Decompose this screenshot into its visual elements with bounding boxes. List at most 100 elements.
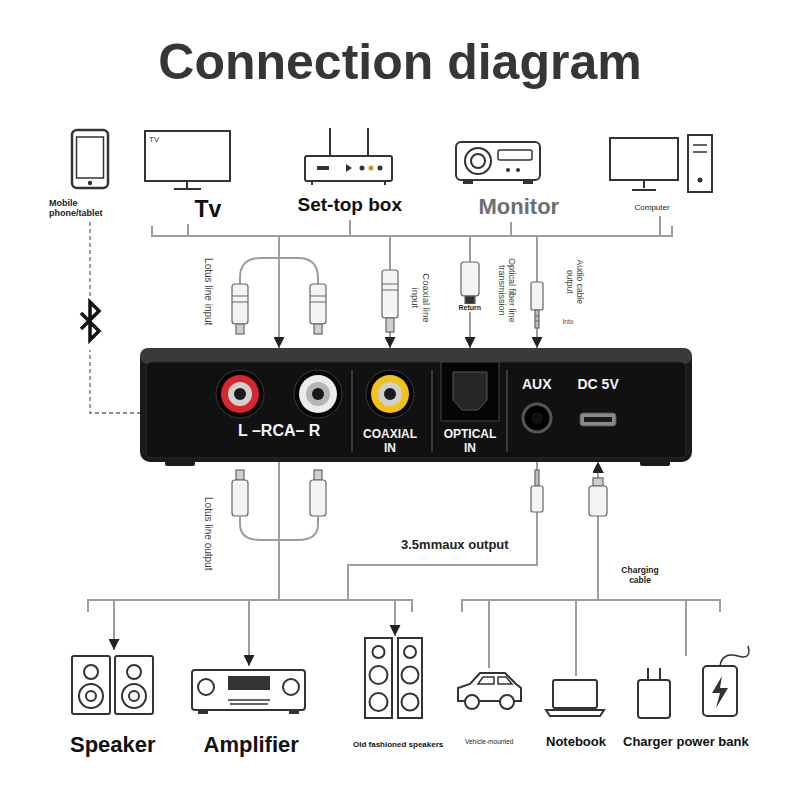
charger-icon [638, 680, 670, 718]
device-label: Charger power bank [623, 735, 749, 750]
set-top-box-icon [305, 156, 392, 181]
receiver-body [140, 348, 692, 466]
amplifier-icon [192, 670, 305, 710]
coaxial-jack [366, 370, 414, 418]
charger-icon [712, 676, 728, 708]
device-label: Old fashioned speakers [353, 740, 443, 749]
cable-plug [232, 296, 248, 302]
device-label: Computer [635, 203, 670, 212]
phone-icon [77, 137, 104, 178]
speaker-icon [72, 656, 110, 714]
usb-port [580, 413, 616, 426]
laptop-icon [553, 680, 597, 708]
car-icon [465, 695, 479, 709]
rca-jack [306, 382, 330, 406]
port-label: DC 5V [578, 376, 619, 392]
charger-device: Charger power bank [618, 656, 754, 754]
projector-icon [456, 142, 540, 184]
device-label: Monitor [479, 194, 560, 219]
tower-speaker-icon [365, 638, 422, 718]
cable-label: Lotus line output [202, 497, 214, 570]
cable-plug [310, 284, 326, 324]
projector-icon [463, 180, 473, 184]
cable-plug [232, 480, 248, 516]
diagram-title: Connection diagram [0, 34, 800, 92]
receiver-box: L –RCA– RCOAXIAL INOPTICAL INAUXDC 5V [140, 348, 692, 462]
laptop-icon [546, 680, 604, 716]
cable-plug [465, 296, 475, 304]
speaker-icon [127, 665, 141, 679]
tower-speaker-icon [402, 667, 419, 684]
phone-device: Mobile phone/tablet [44, 128, 136, 222]
projector-icon [523, 180, 533, 184]
car-device: Vehicle-mounted [456, 668, 522, 750]
connector-line [114, 462, 279, 650]
connector-line [188, 224, 279, 348]
coaxial-jack [378, 382, 402, 406]
cable-label: Optical fiber line transmission [497, 248, 518, 332]
receiver-body [140, 348, 692, 462]
cable-plug [236, 470, 244, 480]
computer-icon [610, 135, 712, 192]
amplifier-icon [198, 679, 214, 695]
phone-icon [72, 130, 108, 188]
connector-line [249, 462, 279, 666]
set-top-box-device: Set-top box [288, 124, 412, 220]
port-label: OPTICAL IN [437, 428, 503, 456]
computer-icon [632, 180, 656, 190]
tv-icon [145, 131, 230, 189]
charger-icon [648, 668, 660, 680]
cable-plug [531, 486, 543, 512]
bracket-line [462, 600, 720, 612]
bracket-line [152, 226, 672, 236]
cable-plug [314, 470, 322, 480]
car-icon [458, 673, 521, 709]
port-label: L –RCA– R [238, 422, 320, 440]
device-label: Mobile phone/tablet [49, 198, 115, 219]
set-top-box-icon [360, 166, 365, 171]
cable-plug [310, 296, 326, 302]
coaxial-jack [366, 370, 414, 418]
rca-jack [312, 388, 324, 400]
aux-jack [531, 412, 543, 424]
rca-jack [221, 375, 259, 413]
device-label: Speaker [70, 732, 156, 757]
speaker-icon [72, 656, 153, 714]
cable-label: Return [458, 304, 483, 312]
cable-plug [232, 284, 248, 324]
bracket-line [88, 600, 412, 612]
projector-icon [506, 168, 510, 172]
phone-icon [72, 130, 108, 188]
charger-icon [638, 646, 749, 718]
cable-plug [531, 282, 543, 310]
set-top-box-icon [305, 128, 392, 185]
receiver-body [146, 362, 686, 458]
tower-speaker-icon [373, 646, 385, 658]
tv-icon [145, 131, 230, 181]
tower-speaker-device: Old fashioned speakers [343, 636, 453, 754]
device-label: Notebook [546, 735, 606, 750]
usb-port [580, 413, 616, 426]
connector-line [348, 462, 537, 636]
tv-icon [174, 181, 201, 189]
cable-label: Charging cable [618, 566, 662, 586]
coaxial-jack [371, 375, 409, 413]
projector-icon [465, 148, 491, 174]
tower-speaker-icon [370, 693, 388, 711]
charger-icon [720, 646, 749, 666]
aux-jack [523, 404, 551, 432]
tower-speaker-icon [404, 646, 416, 658]
aux-jack [523, 404, 551, 432]
rca-jack [299, 375, 337, 413]
projector-icon [498, 150, 532, 160]
cable-plug [236, 324, 244, 334]
cable-plug [461, 262, 479, 296]
set-top-box-icon [346, 164, 352, 172]
device-label: Vehicle-mounted [465, 738, 513, 745]
set-top-box-icon [369, 166, 374, 171]
optical-port [441, 362, 499, 421]
speaker-icon [86, 691, 96, 701]
projector-icon [456, 142, 540, 180]
tower-speaker-icon [402, 694, 419, 711]
